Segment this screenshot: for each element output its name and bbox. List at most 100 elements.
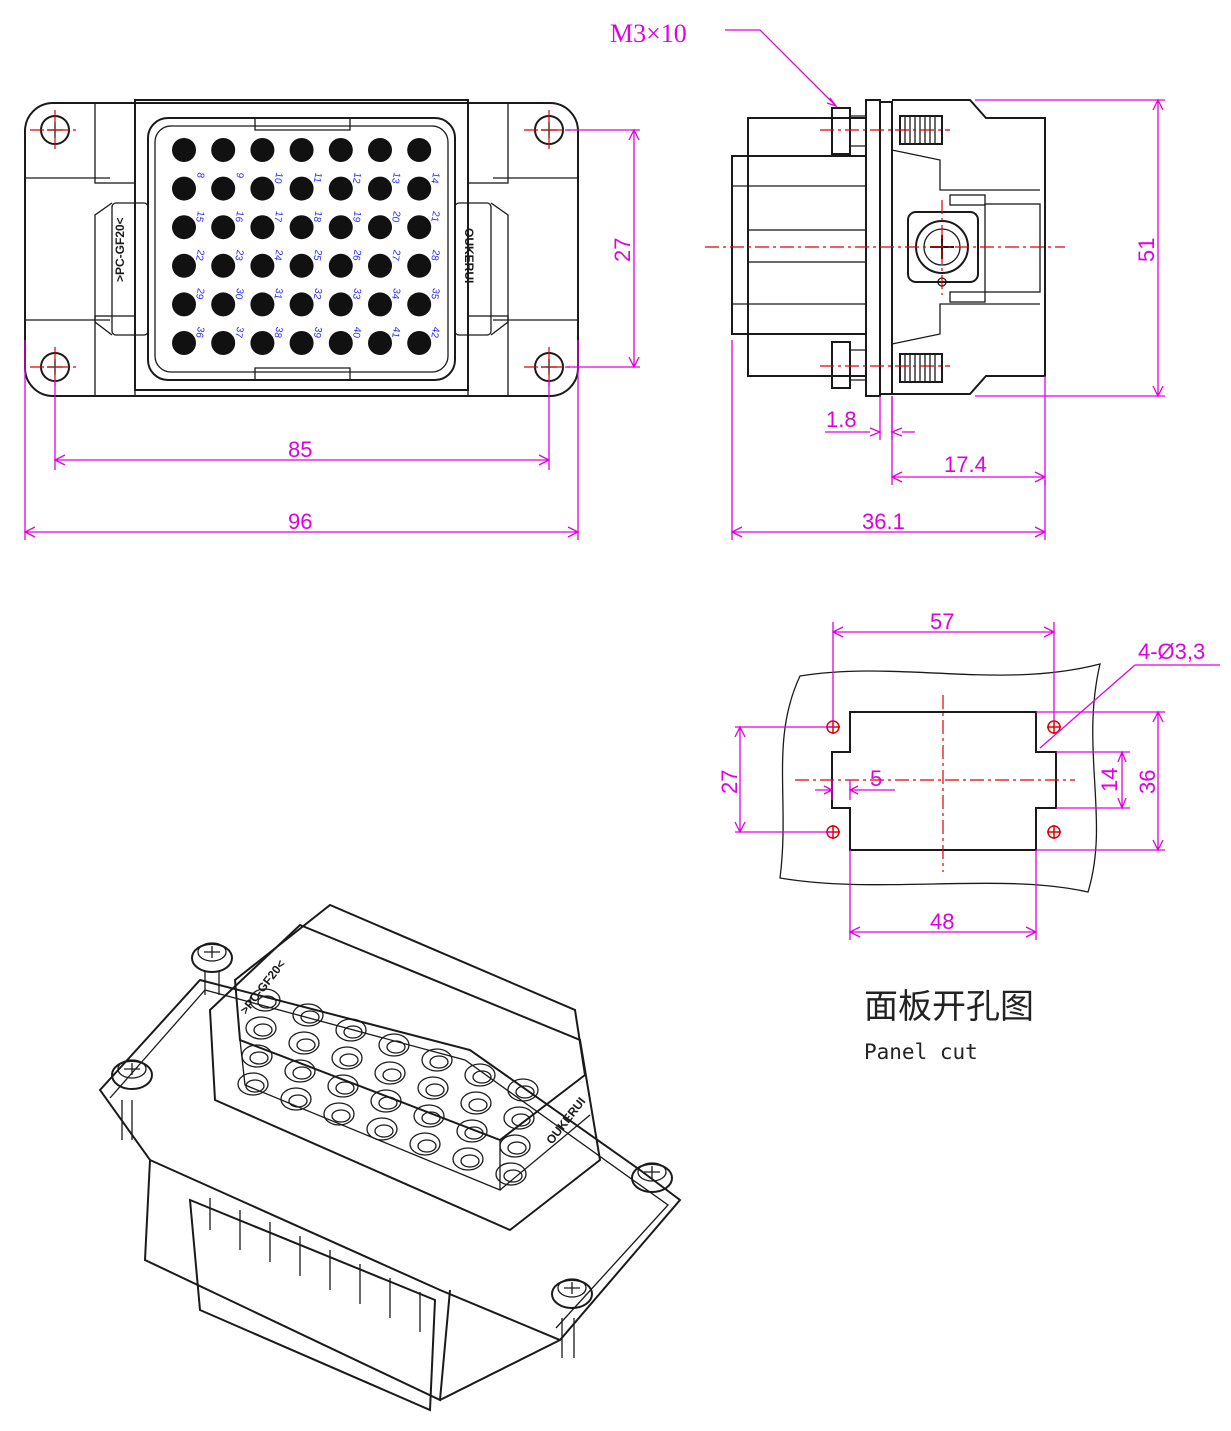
contact-pin bbox=[250, 253, 275, 278]
pin-number: 12 bbox=[350, 171, 363, 184]
iso-contact-hole bbox=[499, 1134, 531, 1158]
contact-pin bbox=[172, 292, 196, 317]
pin-number: 22 bbox=[193, 249, 206, 262]
iso-contact-hole bbox=[417, 1076, 449, 1100]
iso-contact-hole-inner bbox=[374, 1124, 394, 1138]
iso-contact-hole bbox=[460, 1091, 492, 1115]
pin-number: 10 bbox=[271, 171, 284, 184]
contact-pin bbox=[407, 253, 432, 278]
iso-contact-hole-inner bbox=[460, 1154, 480, 1168]
contact-pin bbox=[250, 292, 275, 317]
pin-number: 26 bbox=[350, 249, 363, 262]
iso-contact-hole bbox=[495, 1162, 527, 1186]
iso-contact-hole-inner bbox=[296, 1038, 316, 1052]
pin-number: 8 bbox=[194, 171, 206, 179]
pin-number: 23 bbox=[232, 249, 245, 262]
iso-contact-hole bbox=[421, 1048, 453, 1072]
iso-contact-hole-inner bbox=[339, 1053, 359, 1067]
iso-contact-hole bbox=[335, 1018, 367, 1042]
pin-number: 41 bbox=[389, 326, 402, 339]
side-locking-screw bbox=[907, 211, 979, 287]
iso-contact-hole-inner bbox=[253, 1023, 273, 1037]
panel-dim-57: 57 bbox=[930, 609, 954, 634]
contact-pin bbox=[368, 331, 392, 355]
contact-pin bbox=[368, 176, 392, 201]
iso-screw-bottom-right bbox=[551, 1278, 593, 1358]
iso-contact-hole bbox=[456, 1119, 488, 1143]
pin-number: 39 bbox=[311, 326, 324, 339]
caption-chinese: 面板开孔图 bbox=[864, 987, 1034, 1027]
contact-pin bbox=[328, 138, 353, 162]
iso-contact-hole bbox=[378, 1033, 410, 1057]
iso-contact-hole bbox=[241, 1044, 273, 1068]
contact-pin bbox=[172, 176, 196, 201]
iso-contact-hole bbox=[237, 1072, 269, 1096]
front-dim-85: 85 bbox=[288, 437, 312, 462]
panel-dim-48: 48 bbox=[930, 909, 954, 934]
front-view-dimensions: 27 85 96 bbox=[23, 128, 640, 540]
contact-pin bbox=[172, 215, 196, 240]
iso-contact-hole-inner bbox=[511, 1113, 531, 1127]
contact-pin bbox=[328, 292, 353, 317]
iso-contact-hole-inner bbox=[300, 1010, 320, 1024]
isometric-contact-holes bbox=[237, 988, 539, 1186]
contact-pin bbox=[289, 253, 314, 278]
contact-pin bbox=[211, 138, 236, 162]
contact-pin bbox=[368, 215, 392, 240]
pin-number: 24 bbox=[271, 249, 284, 262]
contact-pin bbox=[289, 331, 314, 355]
iso-contact-hole bbox=[280, 1087, 312, 1111]
iso-screw-top-left bbox=[191, 942, 233, 995]
iso-contact-hole bbox=[249, 988, 281, 1012]
side-dim-36-1: 36.1 bbox=[862, 509, 905, 534]
contact-pin bbox=[250, 138, 275, 162]
pin-number: 11 bbox=[311, 171, 324, 184]
isometric-view: >PC-GF20< OUKERUI bbox=[98, 903, 682, 1412]
mounting-hole-bottom-right bbox=[1047, 825, 1061, 839]
contact-pin bbox=[407, 215, 432, 240]
pin-number: 42 bbox=[428, 326, 441, 339]
iso-contact-hole-inner bbox=[382, 1068, 402, 1082]
contact-pin bbox=[172, 253, 196, 278]
contact-pin bbox=[211, 292, 236, 317]
panel-dim-14: 14 bbox=[1097, 768, 1122, 792]
iso-contact-hole bbox=[331, 1046, 363, 1070]
front-dim-96: 96 bbox=[288, 509, 312, 534]
iso-contact-hole-inner bbox=[249, 1051, 269, 1065]
panel-cut-dimensions: 57 4-Ø3,3 27 5 14 36 48 bbox=[717, 609, 1220, 940]
panel-cut-view bbox=[779, 663, 1101, 893]
iso-contact-hole-inner bbox=[378, 1096, 398, 1110]
iso-contact-hole-inner bbox=[386, 1040, 406, 1054]
contact-pin bbox=[328, 331, 353, 355]
iso-contact-hole-inner bbox=[421, 1111, 441, 1125]
iso-contact-hole-inner bbox=[292, 1066, 312, 1080]
pin-number: 37 bbox=[232, 326, 245, 339]
contact-pin bbox=[211, 215, 236, 240]
side-screw-top bbox=[831, 107, 943, 155]
contact-pin bbox=[368, 253, 392, 278]
iso-contact-hole-inner bbox=[245, 1079, 265, 1093]
panel-dim-5: 5 bbox=[870, 766, 882, 791]
pin-number: 13 bbox=[389, 171, 402, 184]
iso-contact-hole-inner bbox=[464, 1126, 484, 1140]
iso-contact-hole-inner bbox=[417, 1139, 437, 1153]
contact-pin bbox=[172, 331, 196, 355]
iso-contact-hole bbox=[503, 1106, 535, 1130]
iso-contact-hole bbox=[323, 1102, 355, 1126]
iso-contact-hole bbox=[374, 1061, 406, 1085]
iso-contact-hole-inner bbox=[515, 1085, 535, 1099]
iso-contact-hole bbox=[366, 1117, 398, 1141]
pin-number: 9 bbox=[233, 171, 245, 179]
pin-number: 21 bbox=[428, 210, 441, 223]
iso-contact-hole-inner bbox=[472, 1070, 492, 1084]
contact-pin bbox=[368, 138, 392, 162]
pin-number: 31 bbox=[271, 287, 284, 300]
contact-pin bbox=[328, 253, 353, 278]
pin-number: 20 bbox=[389, 210, 402, 223]
iso-contact-hole bbox=[413, 1104, 445, 1128]
panel-dim-36: 36 bbox=[1135, 770, 1160, 794]
panel-dim-holes: 4-Ø3,3 bbox=[1138, 639, 1205, 664]
iso-contact-hole-inner bbox=[331, 1109, 351, 1123]
pin-number: 15 bbox=[193, 210, 206, 223]
